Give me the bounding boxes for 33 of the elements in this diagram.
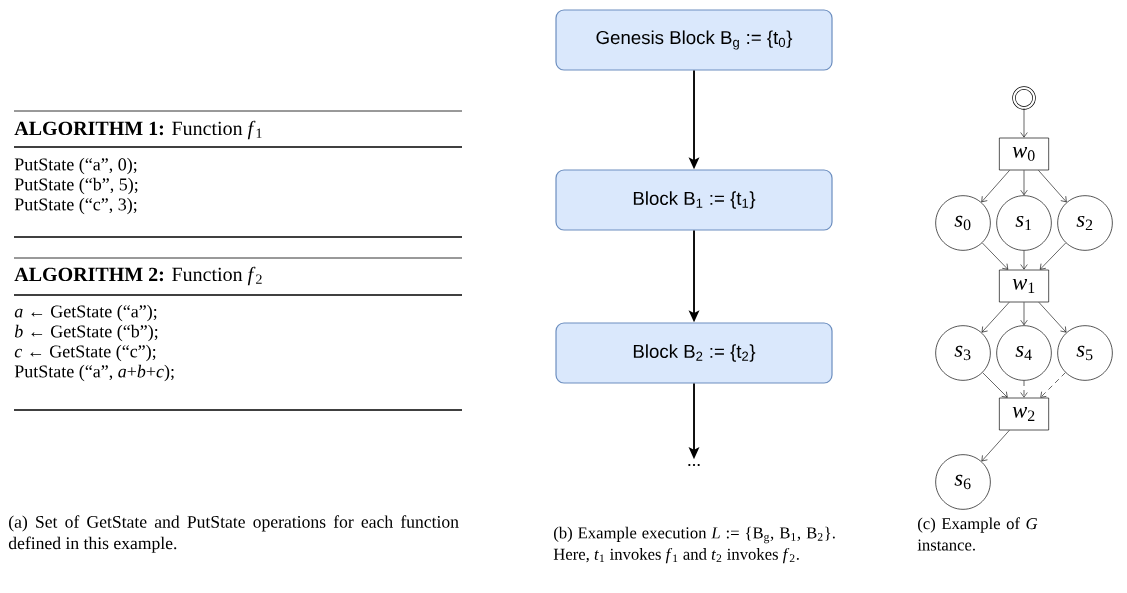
code-line: b ← GetState (“b”); [14, 324, 158, 342]
arrow [1020, 170, 1028, 196]
caption: (a) Set of GetState and PutState operations for each function defined in this example. [8, 515, 459, 553]
arrow [1040, 372, 1066, 398]
block-box: Genesis Block B$_{g}$ := {t$_{0}$} [555, 9, 833, 71]
arrow [1020, 250, 1028, 270]
code-line: a ← GetState (“a”); [14, 304, 157, 322]
code-line: PutState (“c”, 3); [14, 197, 137, 215]
arrow [981, 242, 1009, 270]
state-box: w$_{2}$ [999, 397, 1049, 431]
algorithm-heading: ALGORITHM 1: Function f$_{1}$ [14, 120, 262, 140]
state-box: w$_{0}$ [999, 137, 1049, 171]
arrow [981, 302, 1010, 333]
code-line: PutState (“a”, a+b+c); [14, 364, 174, 382]
code-line: PutState (“a”, 0); [14, 157, 137, 175]
state-box: w$_{1}$ [999, 269, 1049, 303]
arrow [1020, 108, 1028, 138]
block-box: Block B$_{1}$ := {t$_{1}$} [555, 169, 833, 231]
code-line: c ← GetState (“c”); [14, 344, 156, 362]
arrow [982, 372, 1008, 398]
ellipsis-text: ... [688, 463, 700, 467]
start-circle [1012, 86, 1036, 110]
arrow [1039, 242, 1067, 270]
code-line: PutState (“b”, 5); [14, 177, 138, 195]
algorithm-heading: ALGORITHM 2: Function f$_{2}$ [14, 266, 262, 286]
arrow [1020, 380, 1028, 398]
arrow [1020, 302, 1028, 326]
caption: (b) Example execution L := {B$_{g}$, B$_{1}$, B$_{2}$}. Here, t$_{1}$ invokes f$_{1}$ and t$_{2}$ invokes f$_{2}$. [553, 526, 835, 564]
arrow [981, 430, 1010, 462]
arrow [981, 170, 1010, 203]
block-box: Block B$_{2}$ := {t$_{2}$} [555, 322, 833, 384]
arrow [1038, 170, 1067, 203]
arrow [1038, 302, 1067, 333]
